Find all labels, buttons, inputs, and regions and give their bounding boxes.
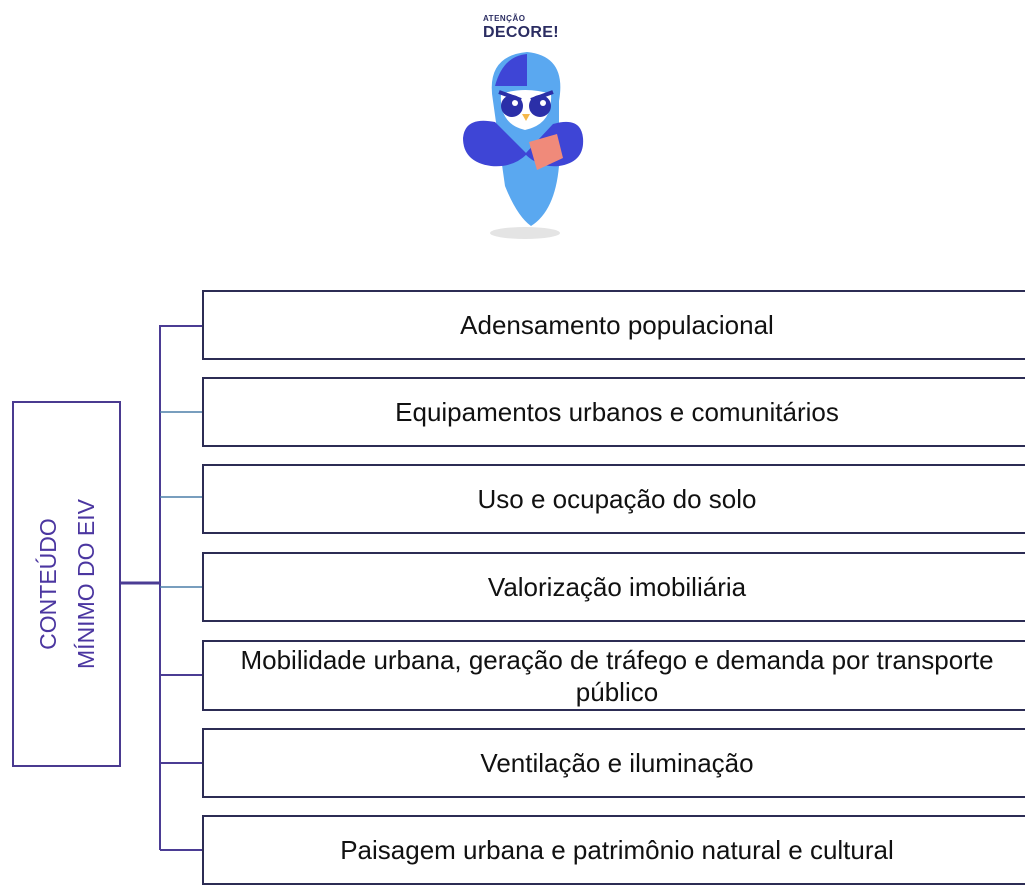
root-label-line1: CONTEÚDO (34, 518, 61, 650)
item-paisagem: Paisagem urbana e patrimônio natural e c… (202, 815, 1025, 885)
item-equipamentos: Equipamentos urbanos e comunitários (202, 377, 1025, 447)
item-ventilacao: Ventilação e iluminação (202, 728, 1025, 798)
root-label-line2: MÍNIMO DO EIV (72, 499, 99, 669)
root-label: CONTEÚDO MÍNIMO DO EIV (29, 499, 105, 669)
item-adensamento: Adensamento populacional (202, 290, 1025, 360)
item-uso-ocupacao: Uso e ocupação do solo (202, 464, 1025, 534)
root-node: CONTEÚDO MÍNIMO DO EIV (12, 401, 121, 767)
logo-badge-small: ATENÇÃO (483, 14, 526, 23)
logo-badge-large: DECORE! (483, 24, 559, 41)
item-valorizacao: Valorização imobiliária (202, 552, 1025, 622)
item-mobilidade: Mobilidade urbana, geração de tráfego e … (202, 640, 1025, 711)
owl-mascot-icon (463, 52, 584, 239)
atencao-decore-logo: ATENÇÃO DECORE! (455, 8, 595, 239)
